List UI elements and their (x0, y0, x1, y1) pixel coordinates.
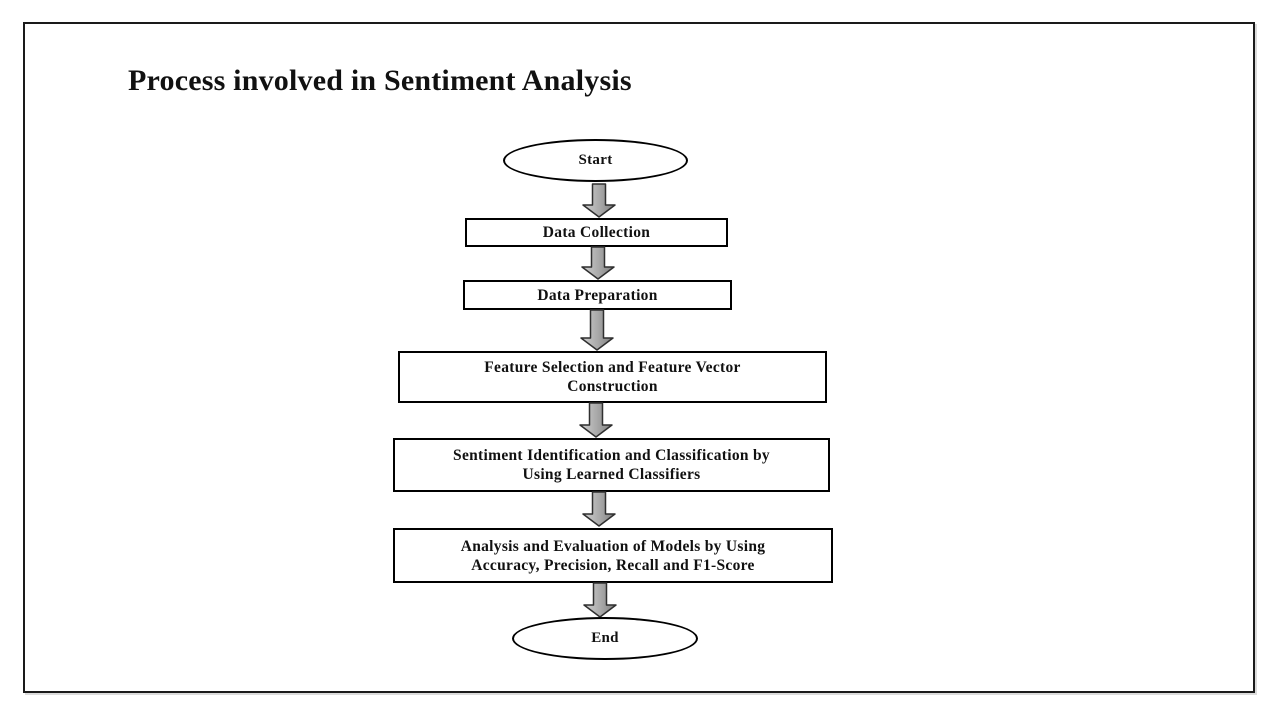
flowchart-node-sentiment-classification: Sentiment Identification and Classificat… (393, 438, 830, 492)
node-label-start: Start (578, 152, 613, 168)
flowchart-node-data-preparation: Data Preparation (463, 280, 732, 310)
page-title: Process involved in Sentiment Analysis (128, 64, 632, 97)
flowchart-node-start: Start (503, 139, 688, 182)
page-border-frame: Process involved in Sentiment Analysis S… (23, 22, 1255, 693)
flow-arrow-6 (583, 582, 617, 618)
flowchart-node-feature-selection: Feature Selection and Feature Vector Con… (398, 351, 827, 403)
flowchart-node-data-collection: Data Collection (465, 218, 728, 247)
node-label-data-preparation: Data Preparation (537, 286, 658, 304)
flow-arrow-5 (582, 491, 616, 527)
flow-arrow-1 (582, 183, 616, 218)
flow-arrow-4 (579, 402, 613, 438)
flowchart-node-analysis-evaluation: Analysis and Evaluation of Models by Usi… (393, 528, 833, 583)
node-label-sentiment-classification: Sentiment Identification and Classificat… (453, 447, 770, 483)
flow-arrow-2 (581, 246, 615, 280)
node-label-feature-selection: Feature Selection and Feature Vector Con… (484, 359, 741, 395)
flowchart-node-end: End (512, 617, 698, 660)
flow-arrow-3 (580, 309, 614, 351)
node-label-analysis-evaluation: Analysis and Evaluation of Models by Usi… (460, 537, 766, 574)
node-label-data-collection: Data Collection (542, 224, 651, 241)
node-label-end: End (591, 630, 619, 646)
